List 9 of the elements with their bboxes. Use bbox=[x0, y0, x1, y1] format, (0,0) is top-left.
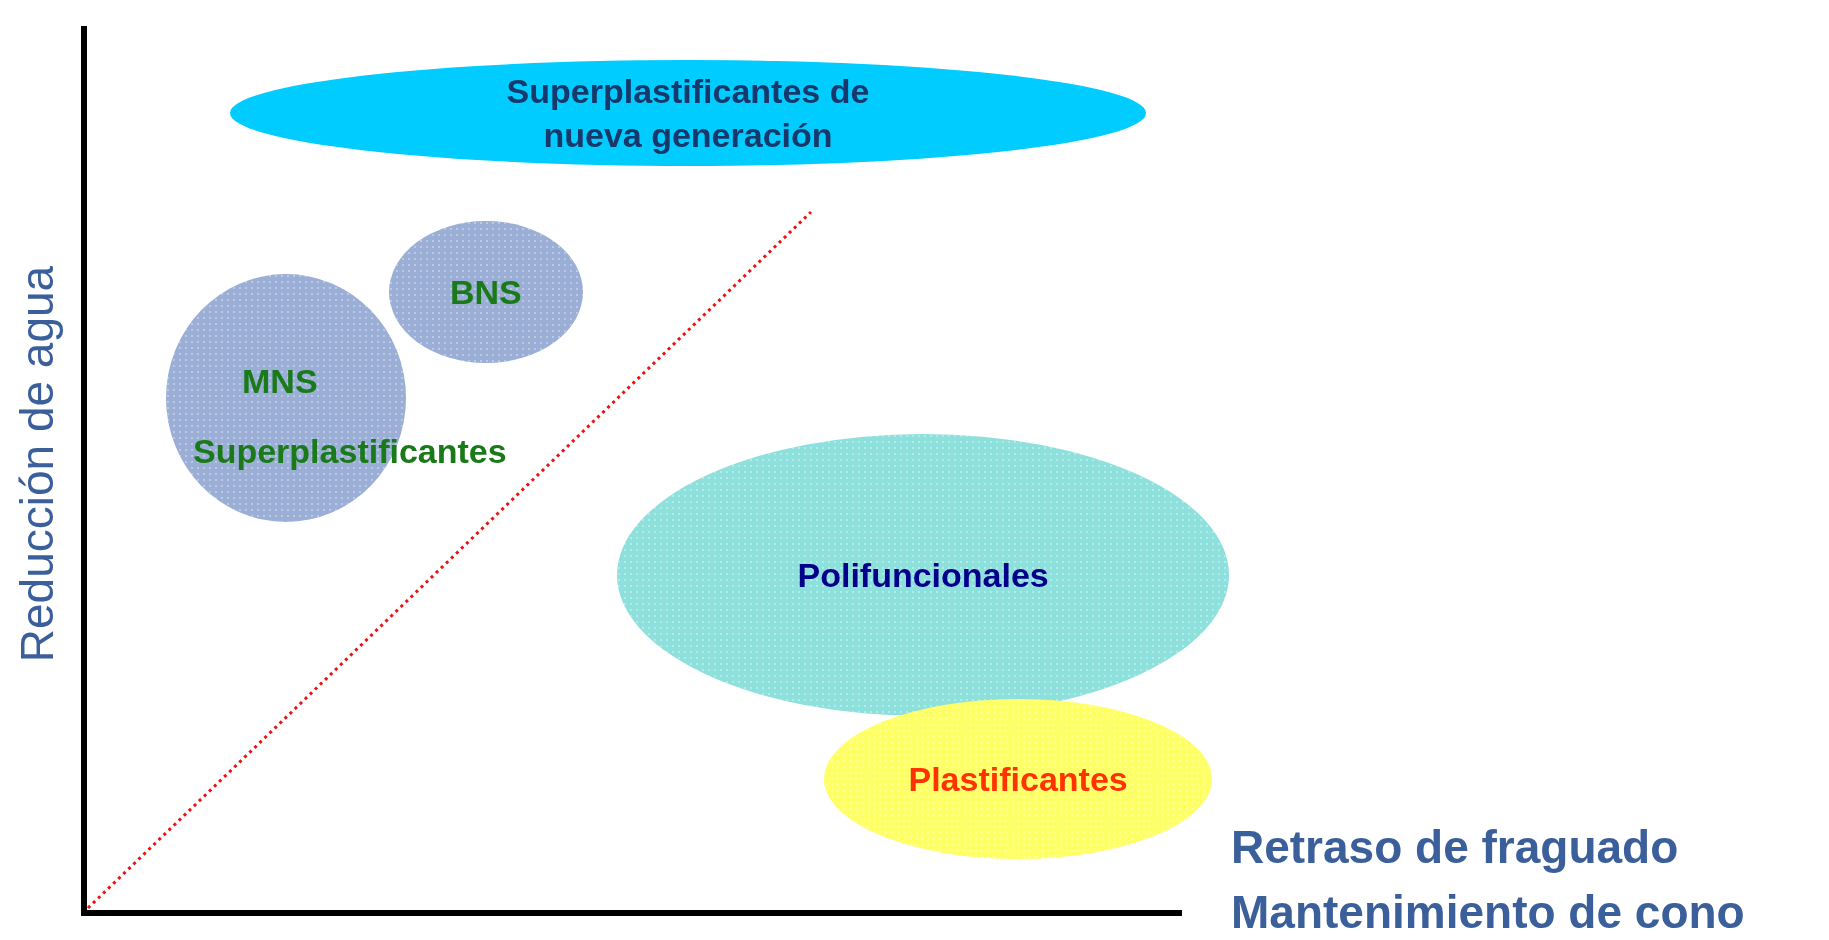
group-label: BNS bbox=[450, 272, 522, 313]
group-label: MNS bbox=[242, 361, 318, 402]
axis-title: Retraso de fraguado bbox=[1231, 820, 1679, 874]
axis-title: Reducción de agua bbox=[10, 265, 65, 663]
group-label: Plastificantes bbox=[908, 759, 1128, 800]
group-label: Superplastificantes bbox=[193, 431, 507, 472]
group-label: Superplastificantes de nueva generación bbox=[505, 71, 871, 157]
group-label: Polifuncionales bbox=[797, 555, 1049, 596]
axis-title: Mantenimiento de cono bbox=[1231, 885, 1745, 939]
